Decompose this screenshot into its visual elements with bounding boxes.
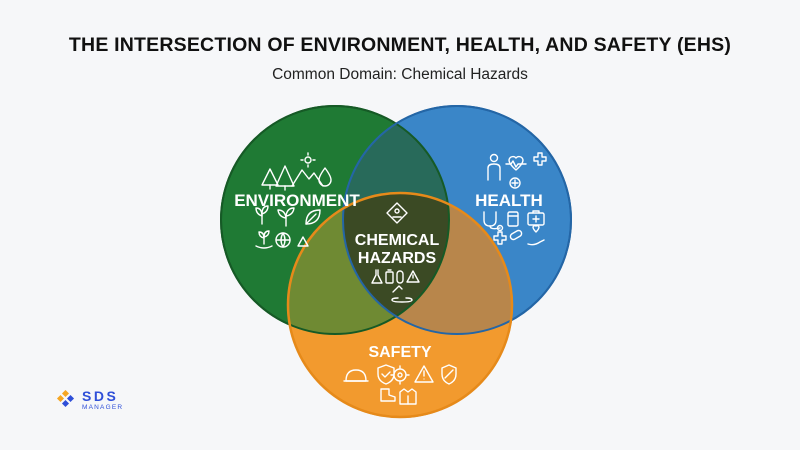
pill-bottle-icon bbox=[507, 211, 519, 227]
logo-sub-text: MANAGER bbox=[82, 403, 124, 411]
chemical-label-line1: CHEMICAL bbox=[355, 232, 440, 249]
diagram-subtitle: Common Domain: Chemical Hazards bbox=[272, 66, 528, 83]
hard-hat-icon bbox=[343, 369, 369, 382]
hand-plant-icon bbox=[255, 230, 273, 249]
safety-boot-icon bbox=[380, 388, 396, 402]
person-icon bbox=[487, 153, 501, 181]
safety-vest-icon bbox=[399, 388, 417, 405]
sprout-icon bbox=[277, 207, 295, 227]
chemical-label-line2: HAZARDS bbox=[358, 250, 437, 267]
logo-mark-icon bbox=[56, 389, 76, 410]
warning-sign-icon bbox=[414, 365, 434, 383]
hazard-diamond-icon bbox=[386, 202, 408, 224]
care-hand-icon bbox=[527, 224, 545, 246]
logo-main-text: SDS bbox=[82, 387, 119, 404]
sds-manager-logo: SDS MANAGER bbox=[56, 385, 123, 415]
plus-icon bbox=[493, 231, 507, 245]
spill-icon bbox=[391, 285, 413, 303]
environment-label: ENVIRONMENT bbox=[234, 191, 360, 210]
sun-icon bbox=[300, 152, 316, 168]
gear-icon bbox=[390, 365, 410, 385]
warning-icon bbox=[406, 270, 420, 283]
gas-cylinder-icon bbox=[396, 270, 404, 284]
wellness-icon bbox=[509, 177, 521, 189]
heartbeat-icon bbox=[505, 155, 527, 171]
chemical-bottle-icon bbox=[385, 269, 394, 284]
safety-label: SAFETY bbox=[368, 344, 431, 361]
flask-icon bbox=[371, 269, 383, 284]
first-aid-kit-icon bbox=[527, 210, 545, 226]
forest-icon bbox=[261, 165, 295, 191]
medical-cross-icon bbox=[533, 152, 547, 166]
leaf-icon bbox=[305, 209, 321, 225]
health-label: HEALTH bbox=[475, 191, 543, 210]
recycle-icon bbox=[297, 236, 309, 247]
mountains-icon bbox=[291, 169, 324, 187]
diagram-title: THE INTERSECTION OF ENVIRONMENT, HEALTH,… bbox=[68, 34, 732, 56]
plant-icon bbox=[255, 205, 269, 225]
no-entry-shield-icon bbox=[441, 364, 457, 385]
pills-icon bbox=[509, 229, 523, 241]
stethoscope-icon bbox=[483, 211, 504, 232]
water-drop-icon bbox=[318, 167, 332, 187]
globe-icon bbox=[275, 232, 291, 248]
